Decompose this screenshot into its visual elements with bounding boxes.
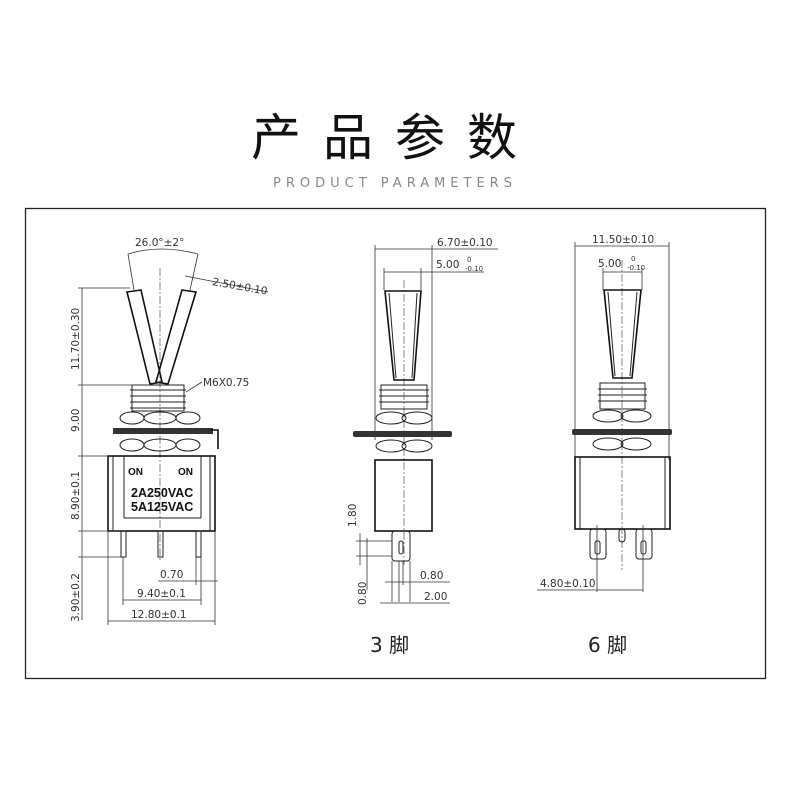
- bushing-height-dim: 9.00: [70, 409, 82, 432]
- drawing-frame: [24, 207, 767, 680]
- lever-tol-upper: 0: [631, 255, 635, 263]
- lever-tol-upper: 0: [467, 256, 471, 264]
- three-pin-label: 3 脚: [370, 633, 409, 657]
- pin-spacing-dim: 4.80±0.10: [540, 578, 596, 590]
- width-dim: 11.50±0.10: [592, 234, 654, 246]
- lever-height-dim: 11.70±0.30: [70, 308, 82, 370]
- body-width-dim: 12.80±0.1: [131, 609, 187, 621]
- rating-1: 2A250VAC: [131, 486, 193, 500]
- lever-tol-lower: -0.10: [465, 265, 483, 273]
- six-pin-label: 6 脚: [588, 633, 627, 657]
- width-dim: 6.70±0.10: [437, 237, 493, 249]
- thread-dim: M6X0.75: [203, 377, 249, 389]
- side-view: 26.0°±2° 2.50±0.10 M6X0.75 ON ON 2A250VA…: [70, 237, 268, 625]
- hole-dia-h-dim: 0.80: [420, 570, 443, 582]
- pin-length-dim: 3.90±0.2: [70, 573, 82, 622]
- three-pin-view: 6.70±0.10 5.00 0 -0.10 1.80 0.80 0.80 2.…: [347, 237, 498, 657]
- six-pin-view: 11.50±0.10 5.00 0 -0.10 4.80±0.10 6 脚: [537, 234, 672, 657]
- lever-width-dim: 2.50±0.10: [211, 276, 268, 297]
- pin-spacing-dim: 9.40±0.1: [137, 588, 186, 600]
- pin-width-dim: 2.00: [424, 591, 447, 603]
- lever-top-dim: 5.00: [436, 259, 459, 271]
- body-height-dim: 8.90±0.1: [70, 471, 82, 520]
- marking-on-left: ON: [128, 467, 143, 478]
- page-subtitle: PRODUCT PARAMETERS: [273, 176, 517, 191]
- hole-height-dim: 1.80: [347, 504, 359, 527]
- pin-width-dim: 0.70: [160, 569, 183, 581]
- rating-2: 5A125VAC: [131, 500, 193, 514]
- lever-tol-lower: -0.10: [627, 264, 645, 272]
- lever-top-dim: 5.00: [598, 258, 621, 270]
- angle-dim: 26.0°±2°: [135, 237, 184, 249]
- marking-on-right: ON: [178, 467, 193, 478]
- page-title: 产品参数: [251, 109, 539, 167]
- hole-dia-v-dim: 0.80: [357, 582, 369, 605]
